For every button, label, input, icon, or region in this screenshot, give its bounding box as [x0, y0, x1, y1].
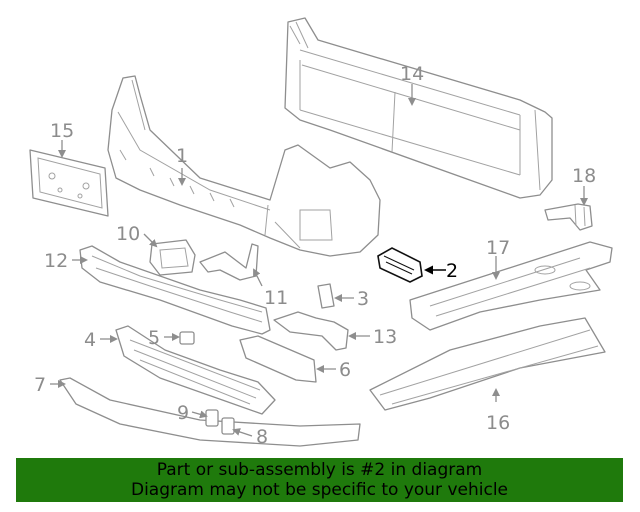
part-5-clip [179, 331, 195, 345]
callout-16: 16 [486, 412, 510, 434]
callout-11: 11 [264, 287, 288, 309]
callout-14: 14 [400, 63, 424, 85]
callout-13: 13 [373, 326, 397, 348]
callout-9: 9 [177, 402, 189, 424]
part-1-bumper-cover [107, 75, 381, 257]
part-2-highlighted-bracket [377, 247, 423, 283]
part-4-lower-grille [115, 325, 276, 415]
part-14-upper-support [284, 17, 553, 199]
callout-2: 2 [446, 260, 458, 282]
callout-1: 1 [176, 145, 188, 167]
callout-15: 15 [50, 120, 74, 142]
part-10-fog-lamp-bezel [149, 239, 196, 276]
part-8-cover [221, 417, 235, 435]
callout-17: 17 [486, 237, 510, 259]
callout-8: 8 [256, 426, 268, 448]
callout-18: 18 [572, 165, 596, 187]
leader-lines [50, 84, 588, 437]
part-15-license-bracket [29, 149, 109, 217]
part-11-trim [199, 243, 259, 281]
part-7-lower-valance [59, 377, 361, 447]
banner-line-2: Diagram may not be specific to your vehi… [130, 480, 508, 500]
callout-6: 6 [339, 359, 351, 381]
part-16-skid-plate [369, 317, 606, 411]
callout-5: 5 [148, 327, 160, 349]
part-3-small-bracket [317, 283, 335, 309]
callout-10: 10 [116, 223, 140, 245]
banner-line-1: Part or sub-assembly is #2 in diagram [156, 460, 483, 480]
callout-3: 3 [357, 288, 369, 310]
callout-labels: 1 2 3 4 5 6 7 8 9 10 11 12 13 14 15 16 1… [34, 63, 596, 448]
callout-4: 4 [84, 329, 96, 351]
part-13-bracket [273, 311, 349, 351]
part-12-reinforcement [79, 245, 271, 335]
part-9-cover [205, 409, 219, 427]
callout-12: 12 [44, 250, 68, 272]
part-6-bracket [239, 335, 317, 383]
part-17-air-deflector [409, 241, 613, 331]
callout-7: 7 [34, 374, 46, 396]
part-18-bracket [544, 203, 593, 231]
info-banner: Part or sub-assembly is #2 in diagram Di… [16, 458, 623, 502]
